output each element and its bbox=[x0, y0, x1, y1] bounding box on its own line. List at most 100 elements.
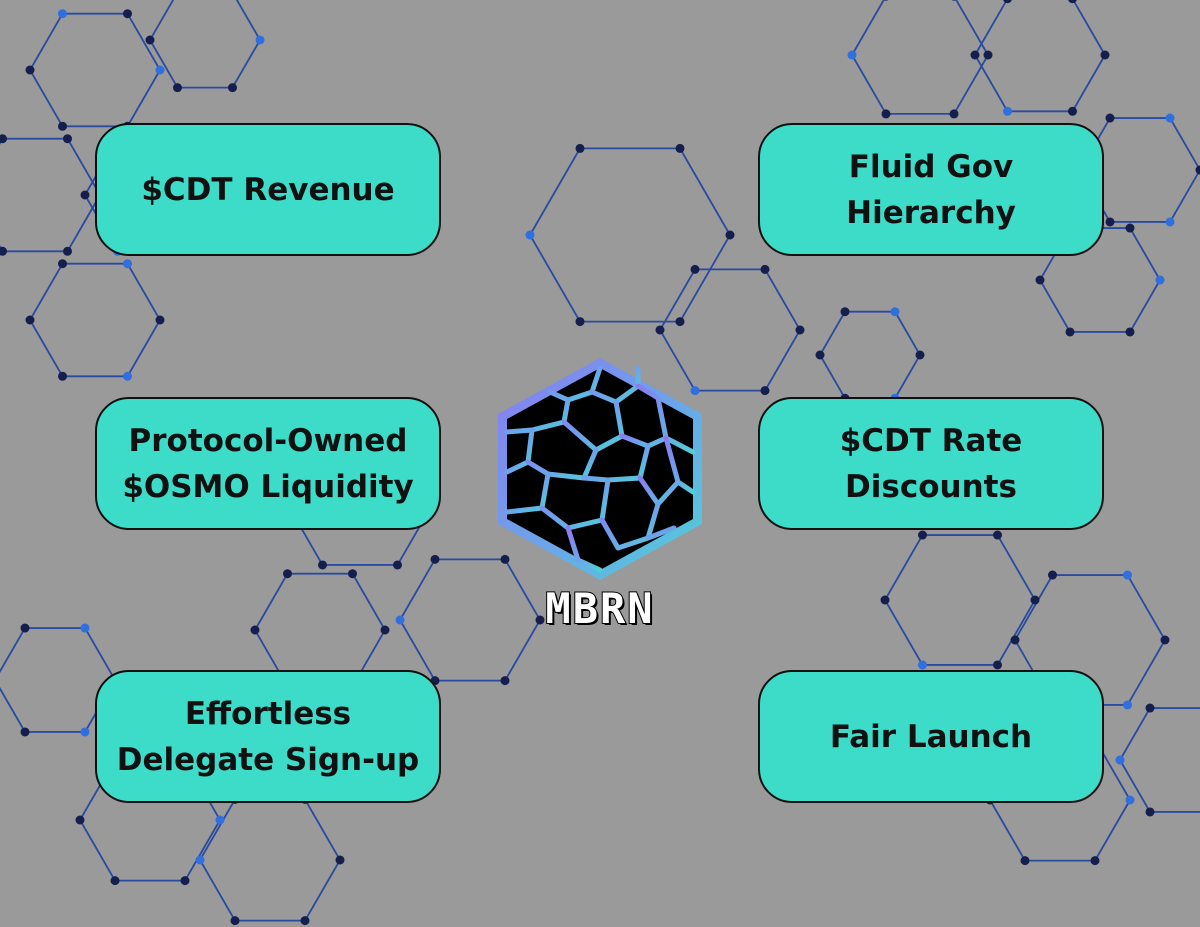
network-node bbox=[1010, 635, 1020, 645]
network-node bbox=[1195, 165, 1200, 175]
network-node bbox=[993, 530, 1002, 540]
network-node bbox=[1145, 703, 1155, 713]
network-node bbox=[335, 855, 345, 865]
feature-cdt-rate-discounts: $CDT Rate Discounts bbox=[758, 397, 1104, 530]
network-node bbox=[1020, 856, 1030, 866]
network-node bbox=[1100, 50, 1110, 60]
network-node bbox=[918, 530, 927, 540]
network-node bbox=[395, 615, 405, 625]
network-node bbox=[1003, 106, 1012, 116]
network-node bbox=[1090, 856, 1100, 866]
network-node bbox=[690, 386, 700, 396]
network-node bbox=[0, 134, 7, 144]
network-node bbox=[983, 50, 993, 60]
network-node bbox=[655, 325, 665, 335]
network-node bbox=[847, 50, 857, 60]
network-node bbox=[949, 109, 959, 119]
network-node bbox=[1123, 570, 1132, 580]
network-node bbox=[1048, 570, 1057, 580]
network-node bbox=[228, 83, 237, 93]
network-node bbox=[180, 876, 190, 886]
network-node bbox=[123, 371, 132, 381]
network-node bbox=[880, 595, 890, 605]
network-hexagon bbox=[818, 310, 922, 400]
network-node bbox=[675, 143, 685, 153]
network-hexagon bbox=[528, 147, 732, 323]
network-node bbox=[348, 569, 357, 579]
network-node bbox=[1068, 106, 1077, 116]
network-node bbox=[881, 109, 891, 119]
network-node bbox=[1123, 700, 1132, 710]
feature-fair-launch: Fair Launch bbox=[758, 670, 1104, 803]
network-node bbox=[1003, 0, 1012, 4]
network-node bbox=[1035, 275, 1045, 285]
network-hexagon bbox=[148, 0, 262, 89]
network-node bbox=[393, 560, 402, 570]
network-node bbox=[1160, 635, 1170, 645]
network-node bbox=[25, 315, 35, 325]
network-node bbox=[20, 727, 30, 737]
feature-fluid-gov-hierarchy: Fluid Gov Hierarchy bbox=[758, 123, 1104, 256]
hexagon-voronoi-logo-icon bbox=[498, 358, 702, 580]
network-node bbox=[58, 259, 67, 269]
network-node bbox=[575, 143, 585, 153]
network-node bbox=[890, 307, 900, 317]
network-node bbox=[951, 0, 957, 1]
network-hexagon bbox=[28, 262, 162, 378]
network-node bbox=[80, 623, 90, 633]
network-node bbox=[1105, 217, 1115, 227]
network-node bbox=[155, 315, 165, 325]
network-node bbox=[918, 660, 927, 670]
network-node bbox=[25, 65, 35, 75]
network-node bbox=[283, 569, 292, 579]
network-node bbox=[173, 83, 182, 93]
feature-effortless-delegate-signup: Effortless Delegate Sign-up bbox=[95, 670, 441, 803]
network-node bbox=[1125, 223, 1135, 233]
network-node bbox=[760, 386, 770, 396]
network-node bbox=[195, 855, 205, 865]
network-node bbox=[500, 554, 510, 564]
network-node bbox=[58, 371, 67, 381]
network-node bbox=[690, 264, 700, 274]
network-node bbox=[1065, 327, 1075, 337]
network-node bbox=[430, 554, 440, 564]
network-node bbox=[1125, 327, 1135, 337]
network-hexagon bbox=[28, 12, 162, 128]
network-node bbox=[1068, 0, 1077, 4]
network-node bbox=[1115, 755, 1125, 765]
network-node bbox=[250, 625, 260, 635]
network-node bbox=[970, 50, 980, 60]
network-node bbox=[840, 307, 850, 317]
network-node bbox=[80, 727, 90, 737]
network-node bbox=[1165, 113, 1175, 123]
network-node bbox=[123, 259, 132, 269]
feature-cdt-revenue: $CDT Revenue bbox=[95, 123, 441, 256]
network-node bbox=[20, 623, 30, 633]
network-node bbox=[993, 660, 1002, 670]
network-node bbox=[155, 65, 165, 75]
network-node bbox=[318, 560, 327, 570]
network-node bbox=[1165, 217, 1175, 227]
network-node bbox=[58, 9, 67, 19]
network-node bbox=[58, 121, 67, 131]
network-node bbox=[255, 35, 265, 45]
logo-wordmark: MBRN bbox=[544, 583, 655, 634]
network-node bbox=[145, 35, 155, 45]
network-node bbox=[675, 317, 685, 327]
network-node bbox=[535, 615, 545, 625]
network-node bbox=[795, 325, 805, 335]
network-node bbox=[725, 230, 735, 240]
network-node bbox=[230, 916, 240, 926]
network-hexagon bbox=[850, 0, 990, 115]
network-node bbox=[760, 264, 770, 274]
network-node bbox=[75, 815, 85, 825]
network-node bbox=[63, 246, 72, 256]
network-node bbox=[110, 876, 120, 886]
network-node bbox=[1105, 113, 1115, 123]
network-node bbox=[525, 230, 535, 240]
network-node bbox=[575, 317, 585, 327]
network-node bbox=[1125, 795, 1135, 805]
feature-protocol-owned-liquidity: Protocol-Owned $OSMO Liquidity bbox=[95, 397, 441, 530]
network-node bbox=[1030, 595, 1040, 605]
network-node bbox=[815, 350, 825, 360]
